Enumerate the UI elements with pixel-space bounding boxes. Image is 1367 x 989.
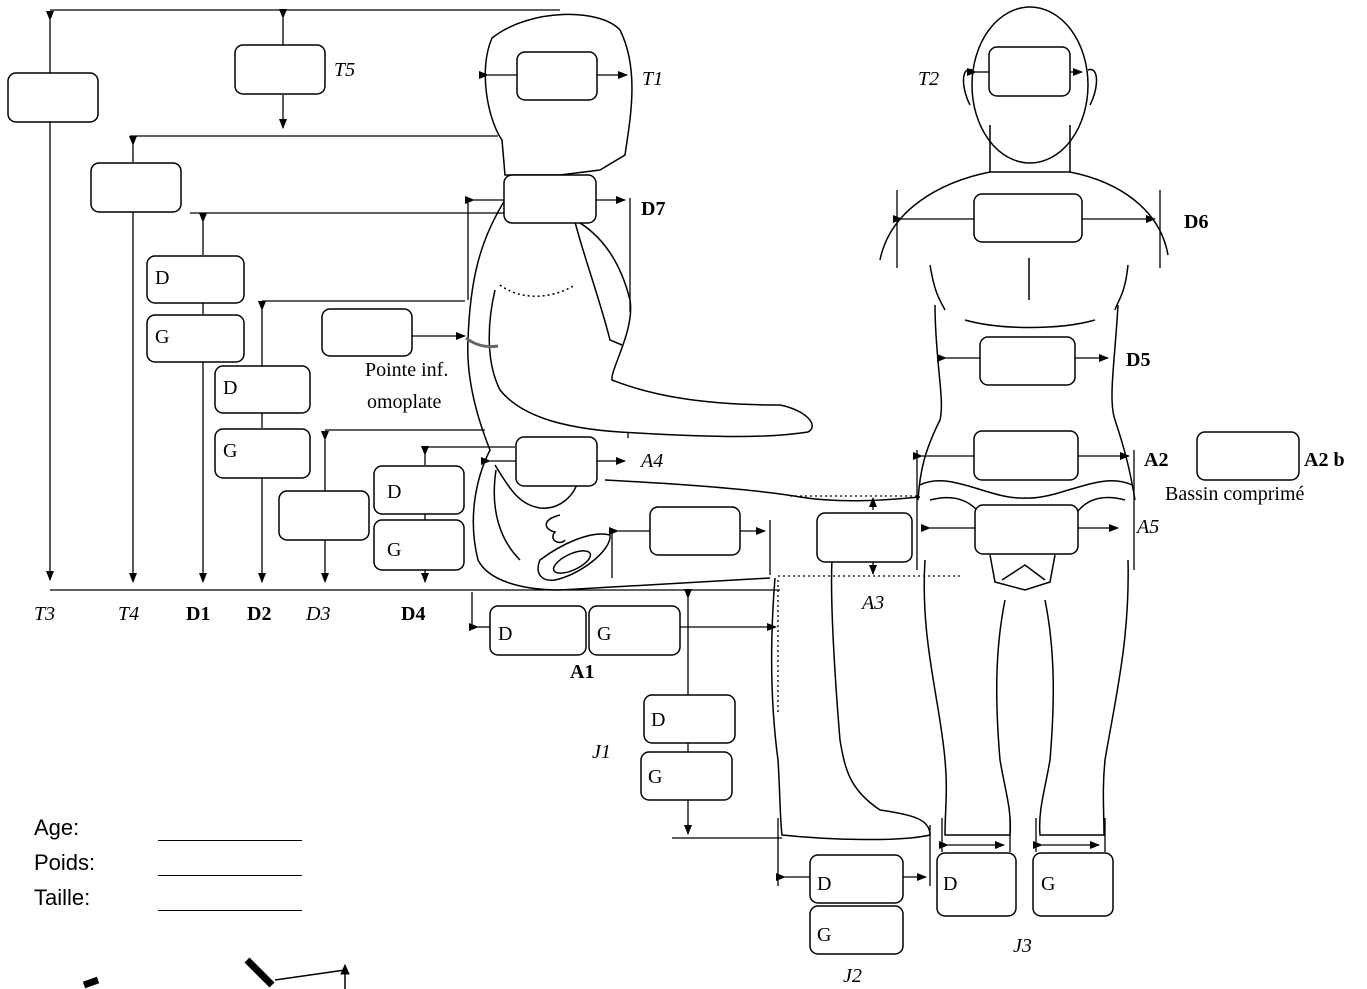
d2-right-box[interactable]: [214, 365, 311, 414]
j3-left-letter: G: [1041, 873, 1055, 895]
label-j1: J1: [592, 741, 611, 763]
d4-right-letter: D: [387, 481, 401, 503]
label-d4: D4: [401, 603, 425, 625]
a5-box[interactable]: [974, 504, 1079, 555]
d4-left-letter: G: [387, 539, 401, 561]
j3-right-box[interactable]: [936, 852, 1017, 917]
label-t3: T3: [34, 603, 55, 625]
t3-box[interactable]: [7, 72, 99, 123]
j1-right-letter: D: [651, 709, 665, 731]
patient-info-form: Age: Poids: Taille:: [34, 806, 302, 911]
j2-right-box[interactable]: [809, 854, 904, 904]
label-a1: A1: [570, 661, 594, 683]
t2-box[interactable]: [988, 46, 1071, 97]
d1-left-box[interactable]: [146, 314, 245, 363]
j3-right-letter: D: [943, 873, 957, 895]
j1-right-box[interactable]: [643, 694, 736, 744]
d4-left-box[interactable]: [373, 519, 465, 571]
d2-right-letter: D: [223, 377, 237, 399]
age-label: Age:: [34, 815, 80, 840]
side-letters: D G D G D G D G D G D G D G: [155, 267, 1055, 946]
label-d7: D7: [641, 198, 665, 220]
label-omoplate: omoplate: [367, 391, 442, 413]
d1-right-box[interactable]: [146, 255, 245, 304]
label-j2: J2: [843, 965, 862, 987]
label-t5: T5: [334, 59, 355, 81]
poids-label: Poids:: [34, 850, 96, 875]
a1-left-letter: G: [597, 623, 611, 645]
d7-box[interactable]: [503, 174, 597, 224]
d1-left-letter: G: [155, 326, 169, 348]
t1-box[interactable]: [516, 51, 598, 101]
d2-left-box[interactable]: [214, 428, 311, 479]
measurement-lines: [46, 9, 1161, 886]
label-pointe-inf: Pointe inf.: [365, 359, 448, 381]
standing-front-figure: [879, 6, 1169, 836]
scapula-mark: [465, 336, 499, 349]
a4-box[interactable]: [515, 436, 598, 487]
poids-row: Poids:: [34, 841, 302, 876]
j2-left-box[interactable]: [809, 905, 904, 955]
d1-right-letter: D: [155, 267, 169, 289]
seated-side-figure: [467, 13, 931, 841]
label-t4: T4: [118, 603, 139, 625]
d4-right-box[interactable]: [373, 465, 465, 515]
d6-box[interactable]: [973, 193, 1083, 243]
pointe-box[interactable]: [321, 308, 413, 357]
a2b-box[interactable]: [1196, 431, 1300, 481]
taille-field[interactable]: [158, 886, 302, 911]
j2-right-letter: D: [817, 873, 831, 895]
poids-field[interactable]: [158, 851, 302, 876]
j1-left-box[interactable]: [640, 751, 733, 801]
a3-box[interactable]: [816, 512, 913, 563]
label-a3: A3: [860, 592, 884, 614]
label-j3: J3: [1013, 935, 1032, 957]
label-t2: T2: [918, 68, 939, 90]
label-a5: A5: [1135, 516, 1159, 538]
label-a4: A4: [639, 450, 663, 472]
measurement-boxes: [7, 44, 1300, 955]
label-a2: A2: [1144, 449, 1168, 471]
label-a2b: A2 b: [1304, 449, 1345, 471]
a2-box[interactable]: [973, 430, 1079, 481]
bottom-graphic: [82, 957, 350, 989]
thigh-box[interactable]: [649, 506, 741, 556]
measurement-labels: T5 T1 T2 D7 D6 D5 A2 A2 b Bassin comprim…: [34, 59, 1345, 987]
j3-left-box[interactable]: [1032, 852, 1114, 917]
d2-left-letter: G: [223, 440, 237, 462]
t5-box[interactable]: [234, 44, 326, 95]
age-row: Age:: [34, 806, 302, 841]
label-d5: D5: [1126, 349, 1150, 371]
label-d6: D6: [1184, 211, 1208, 233]
j1-left-letter: G: [648, 766, 662, 788]
label-bassin-comprime: Bassin comprimé: [1165, 483, 1305, 505]
label-d2: D2: [247, 603, 271, 625]
a1-right-letter: D: [498, 623, 512, 645]
j2-left-letter: G: [817, 924, 831, 946]
d3-box[interactable]: [278, 490, 370, 541]
label-d1: D1: [186, 603, 210, 625]
label-t1: T1: [642, 68, 663, 90]
d5-box[interactable]: [979, 336, 1076, 386]
t4-box[interactable]: [90, 162, 182, 213]
a1-right-box[interactable]: [489, 605, 587, 656]
label-d3: D3: [305, 603, 330, 625]
taille-label: Taille:: [34, 885, 91, 910]
age-field[interactable]: [158, 816, 302, 841]
a1-left-box[interactable]: [588, 605, 681, 656]
taille-row: Taille:: [34, 876, 302, 911]
